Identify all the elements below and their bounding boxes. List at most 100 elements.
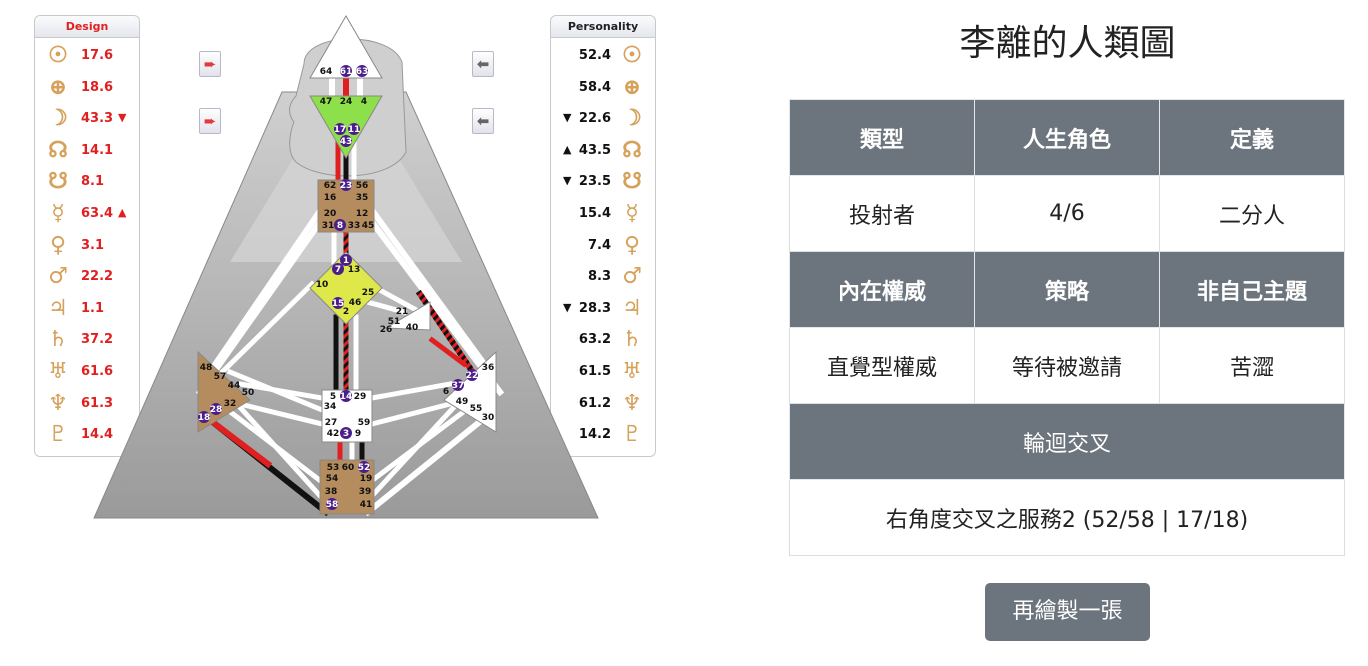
design-row: ☉ 17.6 xyxy=(35,41,139,73)
gate-label: 2 xyxy=(343,307,349,317)
south-node-icon: ☋ xyxy=(48,168,68,195)
personality-gate-value: 23.5 xyxy=(578,174,611,190)
g-center xyxy=(309,251,383,325)
gate-label: 36 xyxy=(482,363,495,373)
not-self-header: 非自己主題 xyxy=(1159,251,1345,328)
gate-label: 38 xyxy=(325,487,338,497)
venus-icon: ♀ xyxy=(623,231,641,258)
personality-row: ♄ 63.2 xyxy=(551,325,655,357)
personality-gate-value: 63.2 xyxy=(578,332,611,348)
moon-icon: ☽ xyxy=(622,105,642,132)
incarnation-cross-value: 右角度交叉之服務2 (52/58 | 17/18) xyxy=(789,479,1345,556)
gate-label: 11 xyxy=(348,125,361,135)
gate-label: 7 xyxy=(335,265,341,275)
design-list: ☉17.6⊕18.6☽43.3▼☊14.1☋8.1☿63.4▲♀3.1♂22.2… xyxy=(35,38,139,452)
saturn-icon: ♄ xyxy=(622,326,642,353)
personality-row: ♃28.3▼ xyxy=(551,294,655,326)
gate-label: 61 xyxy=(340,67,353,77)
design-gate-value: 43.3 xyxy=(81,111,114,127)
gate-label: 1 xyxy=(343,256,349,266)
detriment-icon: ▼ xyxy=(563,174,572,188)
gate-label: 35 xyxy=(356,193,369,203)
personality-list: ☉52.4⊕58.4☽22.6▼☊43.5▲☋23.5▼☿15.4♀7.4♂8.… xyxy=(551,38,655,452)
mercury-icon: ☿ xyxy=(51,199,65,226)
venus-icon: ♀ xyxy=(49,231,67,258)
sun-icon: ☉ xyxy=(622,42,642,68)
gate-label: 59 xyxy=(358,418,371,428)
gate-label: 33 xyxy=(348,221,361,231)
design-gate-value: 37.2 xyxy=(81,332,114,348)
gate-label: 49 xyxy=(456,397,469,407)
uranus-icon: ♅ xyxy=(622,357,642,384)
profile-value: 4/6 xyxy=(974,175,1160,252)
personality-header: Personality xyxy=(551,16,655,38)
personality-arrow-button-bottom[interactable]: ⬅ xyxy=(472,108,494,134)
gate-activation-dot xyxy=(334,219,346,231)
personality-row: ☽ 22.6 ▼ xyxy=(551,104,655,136)
personality-gate-value: 22.6 xyxy=(578,111,611,127)
profile-header: 人生角色 xyxy=(974,99,1160,176)
design-gate-value: 14.1 xyxy=(81,142,114,158)
gate-label: 43 xyxy=(340,137,353,147)
redraw-button[interactable]: 再繪製一張 xyxy=(985,583,1150,641)
ego-center xyxy=(384,301,431,331)
strategy-value: 等待被邀請 xyxy=(974,327,1160,404)
gate-label: 42 xyxy=(327,429,340,439)
gate-label: 25 xyxy=(362,288,375,298)
gate-label: 13 xyxy=(348,265,361,275)
gate-label: 52 xyxy=(358,463,371,473)
gate-label: 51 xyxy=(388,317,401,327)
authority-header: 內在權威 xyxy=(789,251,975,328)
personality-gate-value: 28.3 xyxy=(578,300,611,316)
gate-label: 22 xyxy=(466,371,479,381)
gate-activation-dot xyxy=(358,461,370,473)
gate-label: 45 xyxy=(362,221,375,231)
gate-label: 34 xyxy=(324,402,337,412)
gate-label: 3 xyxy=(343,429,349,439)
personality-row: ♇14.2 xyxy=(551,420,655,452)
gate-label: 39 xyxy=(359,487,372,497)
gate-label: 28 xyxy=(210,405,223,415)
design-row: ☿ 63.4 ▲ xyxy=(35,199,139,231)
gate-label: 57 xyxy=(214,372,227,382)
personality-gate-value: 61.5 xyxy=(578,363,611,379)
gate-label: 18 xyxy=(198,413,211,423)
detriment-icon: ▼ xyxy=(118,111,127,125)
gate-label: 19 xyxy=(360,474,373,484)
gate-label: 4 xyxy=(361,97,367,107)
design-gate-value: 17.6 xyxy=(81,48,114,63)
personality-gate-value: 43.5 xyxy=(578,142,611,158)
design-gate-value: 3.1 xyxy=(81,237,105,253)
design-arrow-button-top[interactable]: ➨ xyxy=(199,51,221,77)
gate-label: 58 xyxy=(326,500,339,510)
design-gate-value: 63.4 xyxy=(81,205,114,221)
design-summary-table: 類型 人生角色 定義 投射者 4/6 二分人 內在權威 策略 非自己主題 直覺型… xyxy=(789,99,1345,556)
gate-label: 48 xyxy=(200,363,213,373)
definition-header: 定義 xyxy=(1159,99,1345,176)
personality-row: ♀7.4 xyxy=(551,231,655,263)
gate-label: 8 xyxy=(337,221,343,231)
personality-row: ☋23.5▼ xyxy=(551,167,655,199)
moon-icon: ☽ xyxy=(48,105,68,132)
pluto-icon: ♇ xyxy=(622,421,642,448)
not-self-value: 苦澀 xyxy=(1159,327,1345,404)
personality-arrow-button-top[interactable]: ⬅ xyxy=(472,51,494,77)
personality-gate-value: 52.4 xyxy=(578,48,611,63)
design-row: ☋8.1 xyxy=(35,167,139,199)
detriment-icon: ▼ xyxy=(563,111,572,125)
gate-label: 41 xyxy=(360,500,373,510)
gate-label: 64 xyxy=(320,67,333,77)
gate-activation-dot xyxy=(340,390,352,402)
gate-label: 12 xyxy=(356,209,369,219)
definition-value: 二分人 xyxy=(1159,175,1345,252)
gate-activation-dot xyxy=(340,254,352,266)
uranus-icon: ♅ xyxy=(48,357,68,384)
sun-icon: ☉ xyxy=(48,42,68,68)
gate-activation-dot xyxy=(326,498,338,510)
design-arrow-button-bottom[interactable]: ➨ xyxy=(199,108,221,134)
exalted-icon: ▲ xyxy=(118,205,127,219)
gate-label: 20 xyxy=(324,209,337,219)
design-row: ☽ 43.3 ▼ xyxy=(35,104,139,136)
gate-label: 47 xyxy=(320,97,333,107)
